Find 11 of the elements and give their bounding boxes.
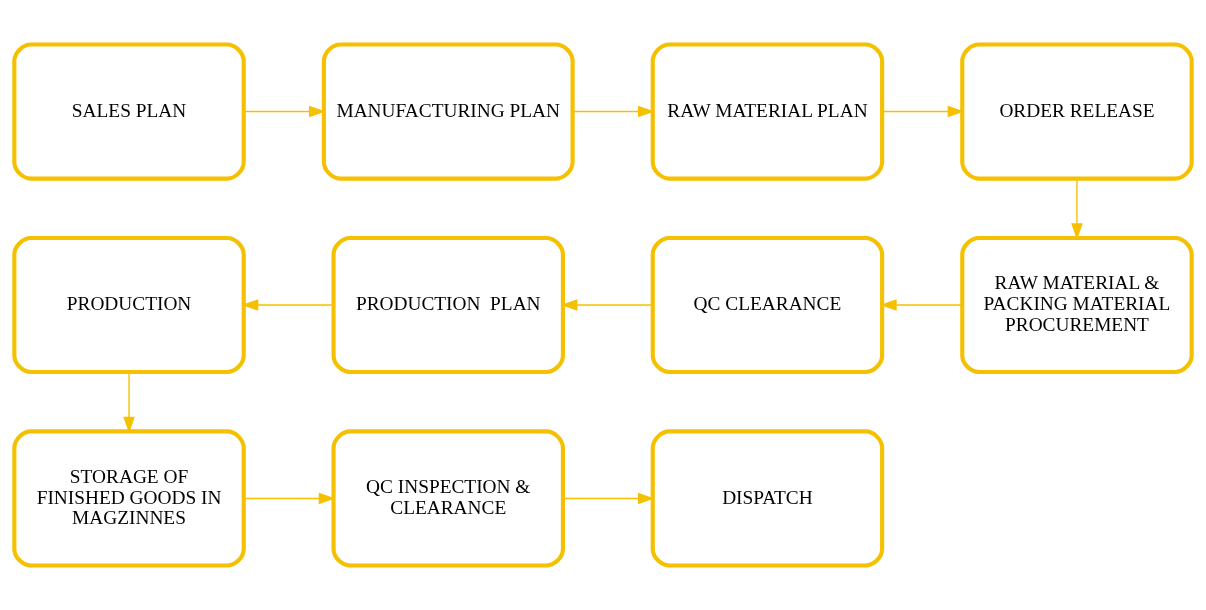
node-box: QC INSPECTION & CLEARANCE — [331, 429, 565, 568]
node-box: PRODUCTION PLAN — [331, 235, 565, 375]
node-box: RAW MATERIAL & PACKING MATERIAL PROCUREMENT — [960, 235, 1194, 375]
node-box: ORDER RELEASE — [960, 42, 1194, 181]
node-box: DISPATCH — [650, 429, 885, 568]
node-box: PRODUCTION — [12, 235, 246, 375]
node-box: QC CLEARANCE — [650, 235, 885, 375]
node-box: STORAGE OF FINISHED GOODS IN MAGZINNES — [12, 429, 246, 568]
node-box: MANUFACTURING PLAN — [321, 42, 575, 181]
node-box: RAW MATERIAL PLAN — [650, 42, 885, 181]
node-box: SALES PLAN — [12, 42, 246, 181]
